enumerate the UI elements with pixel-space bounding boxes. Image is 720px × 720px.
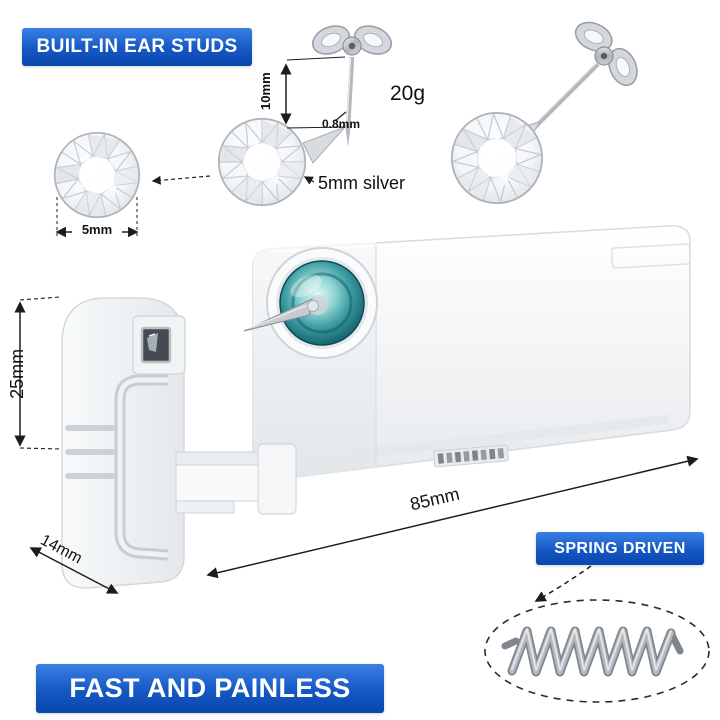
loose-crystal-illustration — [46, 124, 148, 226]
dimension-stone-diameter: 5mm — [72, 222, 122, 238]
label-gauge: 20g — [390, 82, 426, 105]
label-stone-size: 5mm silver — [318, 173, 406, 193]
needle — [243, 298, 319, 332]
ear-stud-angled-illustration — [439, 6, 654, 216]
piercing-gun-illustration — [61, 225, 692, 589]
gun-top-seam — [610, 243, 692, 269]
dimension-device-height: 25mm — [7, 348, 28, 399]
dimension-post-length: 10mm — [257, 72, 273, 110]
dimension-lines — [14, 56, 699, 602]
banner-fast-and-painless: FAST AND PAINLESS — [36, 664, 384, 713]
muzzle-ring — [266, 247, 378, 359]
stud-gem — [439, 100, 555, 216]
gun-rail — [175, 443, 297, 515]
banner-spring-driven: SPRING DRIVEN — [536, 532, 704, 565]
ear-stud-front-illustration — [217, 20, 397, 207]
butterfly-back — [307, 20, 397, 60]
spring-illustration — [484, 599, 710, 703]
stud-gem — [217, 117, 307, 207]
gun-grip-ridges — [65, 425, 115, 479]
dimension-post-diameter: 0.8mm — [322, 117, 361, 131]
banner-built-in-ear-studs: BUILT-IN EAR STUDS — [22, 28, 252, 66]
